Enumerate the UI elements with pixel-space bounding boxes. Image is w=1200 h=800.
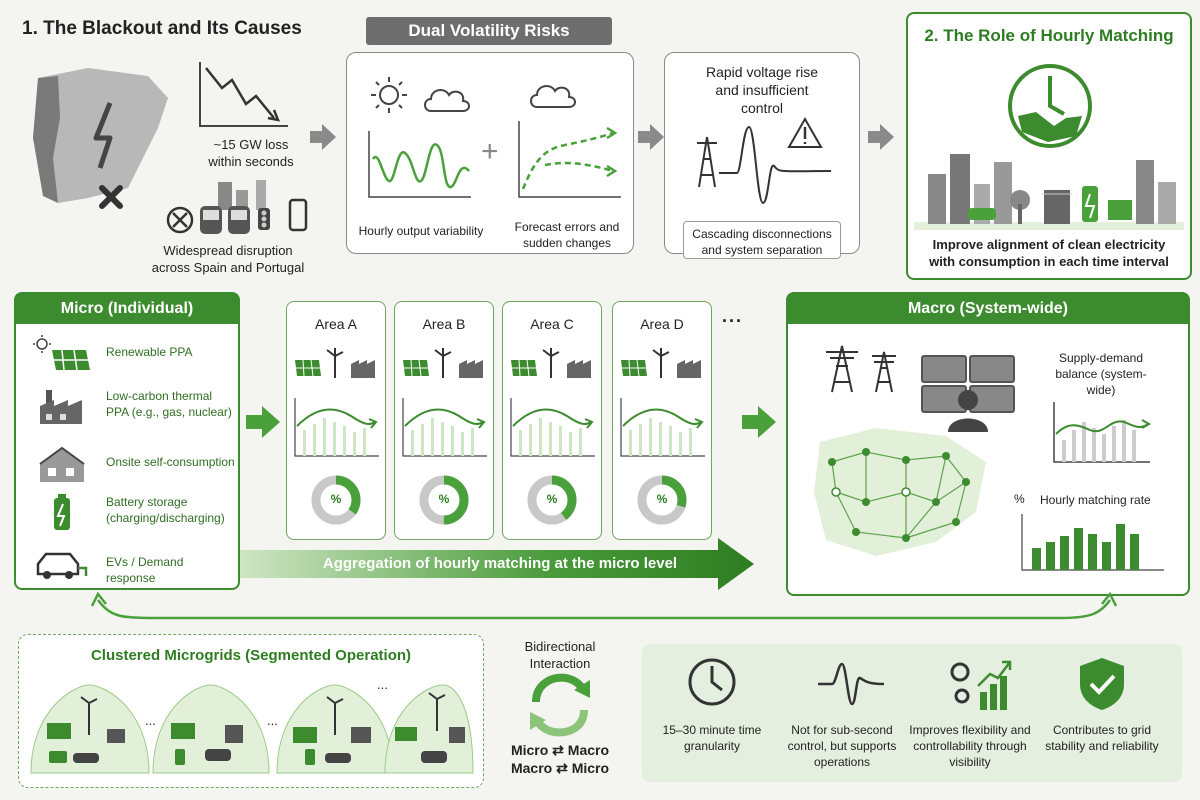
- matching-axis-label: %: [1014, 492, 1025, 506]
- matching-rate-bars-icon: [1021, 514, 1164, 571]
- area-matching-graph-icon: [620, 398, 705, 457]
- area-matching-graph-icon: [510, 398, 595, 457]
- area-energy-icons: [511, 348, 591, 378]
- volatility-title: Dual Volatility Risks: [366, 17, 612, 45]
- area-title: Area A: [314, 316, 358, 332]
- cloud-icon: [424, 89, 470, 112]
- clock-icon: [686, 656, 738, 713]
- micro-item-label: Renewable PPA: [106, 345, 193, 359]
- shield-check-icon: [1076, 656, 1128, 717]
- area-matching-percent: %: [438, 492, 450, 506]
- benefit-label: Improves flexibility and controllability…: [909, 723, 1031, 769]
- cloud-icon: [530, 85, 576, 108]
- blackout-title: 1. The Blackout and Its Causes: [22, 18, 302, 39]
- hourly-variability-graph-icon: [368, 131, 471, 198]
- gears-chart-icon: [944, 656, 1014, 717]
- area-title: Area D: [640, 316, 684, 332]
- micro-card: Micro (Individual) Renewable PPA Low-carb…: [14, 292, 240, 590]
- area-matching-donut: [419, 475, 469, 525]
- sun-icon: [371, 77, 407, 113]
- area-energy-icons: [403, 348, 483, 378]
- hourly-role-desc: Improve alignment of clean electricity w…: [929, 237, 1169, 269]
- solar-panel-icon: [32, 334, 92, 379]
- area-card: Area C%: [502, 301, 602, 540]
- clusters-card: Clustered Microgrids (Segmented Operatio…: [18, 634, 484, 788]
- control-room-icon: [921, 355, 1015, 432]
- clusters-title: Clustered Microgrids (Segmented Operatio…: [90, 647, 412, 664]
- forecast-error-text: Forecast errors and sudden changes: [514, 220, 620, 250]
- plus-icon: +: [481, 135, 499, 168]
- area-matching-donut: [311, 475, 361, 525]
- microgrid-clusters-icon: [30, 684, 474, 774]
- micro-item-label: Onsite self-consumption: [106, 455, 235, 469]
- matching-rate-label: Hourly matching rate: [1040, 493, 1151, 507]
- feedback-loop-arrow-icon: [90, 591, 1118, 620]
- factory-icon: [32, 386, 92, 431]
- benefit-label: Contributes to grid stability and reliab…: [1045, 723, 1159, 753]
- voltage-title: Rapid voltage rise and insufficient cont…: [705, 64, 819, 116]
- micro-title: Micro (Individual): [16, 294, 238, 324]
- cycle-arrows-icon: [530, 673, 590, 737]
- balance-text: Supply-demand balance (system-wide): [1055, 351, 1147, 397]
- area-title: Area B: [422, 316, 466, 332]
- macro-title: Macro (System-wide): [788, 294, 1188, 324]
- benefit-label: Not for sub-second control, but supports…: [787, 723, 897, 769]
- cluster-more-text: ...: [267, 713, 278, 728]
- more-areas-text: ...: [722, 306, 744, 326]
- cascading-text: Cascading disconnections and system sepa…: [683, 221, 841, 259]
- ev-icon: [32, 544, 92, 589]
- voltage-spike-icon: [697, 116, 832, 205]
- area-matching-donut: [637, 475, 687, 525]
- transmission-tower-icon: [826, 345, 896, 393]
- balance-graph-icon: [1053, 402, 1152, 463]
- power-drop-graph-icon: [199, 62, 288, 127]
- iberia-map-icon: [33, 68, 168, 209]
- waveform-icon: [816, 656, 886, 713]
- bidirectional-line1: Micro ⇄ Macro: [510, 742, 610, 758]
- flow-arrow-icon: [868, 124, 894, 150]
- battery-icon: [32, 492, 92, 537]
- voltage-card: Rapid voltage rise and insufficient cont…: [664, 52, 860, 259]
- handshake-clock-icon: [1008, 64, 1092, 148]
- hourly-variability-text: Hourly output variability: [358, 224, 484, 238]
- aggregation-text: Aggregation of hourly matching at the mi…: [322, 555, 678, 572]
- area-card: Area D%: [612, 301, 712, 540]
- city-energy-icon: [914, 154, 1184, 230]
- benefits-panel: 15–30 minute time granularity Not for sub…: [642, 644, 1182, 782]
- macro-card: Macro (System-wide) Supply-demand balanc…: [786, 292, 1190, 596]
- area-title: Area C: [530, 316, 574, 332]
- disruption-text: Widespread disruption across Spain and P…: [151, 243, 305, 275]
- area-energy-icons: [295, 348, 375, 378]
- loss-text: ~15 GW loss within seconds: [208, 137, 294, 169]
- flow-arrow-icon: [310, 124, 336, 150]
- micro-to-area-arrow-icon: [246, 406, 280, 438]
- micro-item-label: EVs / Demand response: [106, 555, 184, 585]
- area-matching-graph-icon: [294, 398, 379, 457]
- micro-item-label: Battery storage (charging/discharging): [106, 495, 225, 525]
- hourly-role-card: 2. The Role of Hourly Matching Improve a…: [906, 12, 1192, 280]
- cluster-more-text: ...: [145, 713, 156, 728]
- hourly-role-title: 2. The Role of Hourly Matching: [924, 26, 1174, 45]
- disruption-icons: [166, 180, 308, 234]
- area-matching-percent: %: [656, 492, 668, 506]
- house-icon: [32, 444, 92, 489]
- bidirectional-line2: Macro ⇄ Micro: [510, 760, 610, 776]
- grid-network-map-icon: [814, 428, 986, 556]
- cluster-more-text: ...: [377, 677, 388, 692]
- area-matching-graph-icon: [402, 398, 487, 457]
- flow-arrow-icon: [638, 124, 664, 150]
- forecast-error-graph-icon: [518, 121, 621, 198]
- area-card: Area A%: [286, 301, 386, 540]
- bidirectional-title: Bidirectional Interaction: [524, 639, 596, 671]
- area-matching-donut: [527, 475, 577, 525]
- area-to-macro-arrow-icon: [742, 406, 776, 438]
- benefit-label: 15–30 minute time granularity: [662, 723, 762, 753]
- area-matching-percent: %: [330, 492, 342, 506]
- aggregation-arrow-icon: [240, 538, 754, 590]
- volatility-card: + Hourly output variability Forecast err…: [346, 52, 634, 254]
- micro-item-label: Low-carbon thermal PPA (e.g., gas, nucle…: [106, 389, 232, 419]
- area-matching-percent: %: [546, 492, 558, 506]
- area-energy-icons: [621, 348, 701, 378]
- area-card: Area B%: [394, 301, 494, 540]
